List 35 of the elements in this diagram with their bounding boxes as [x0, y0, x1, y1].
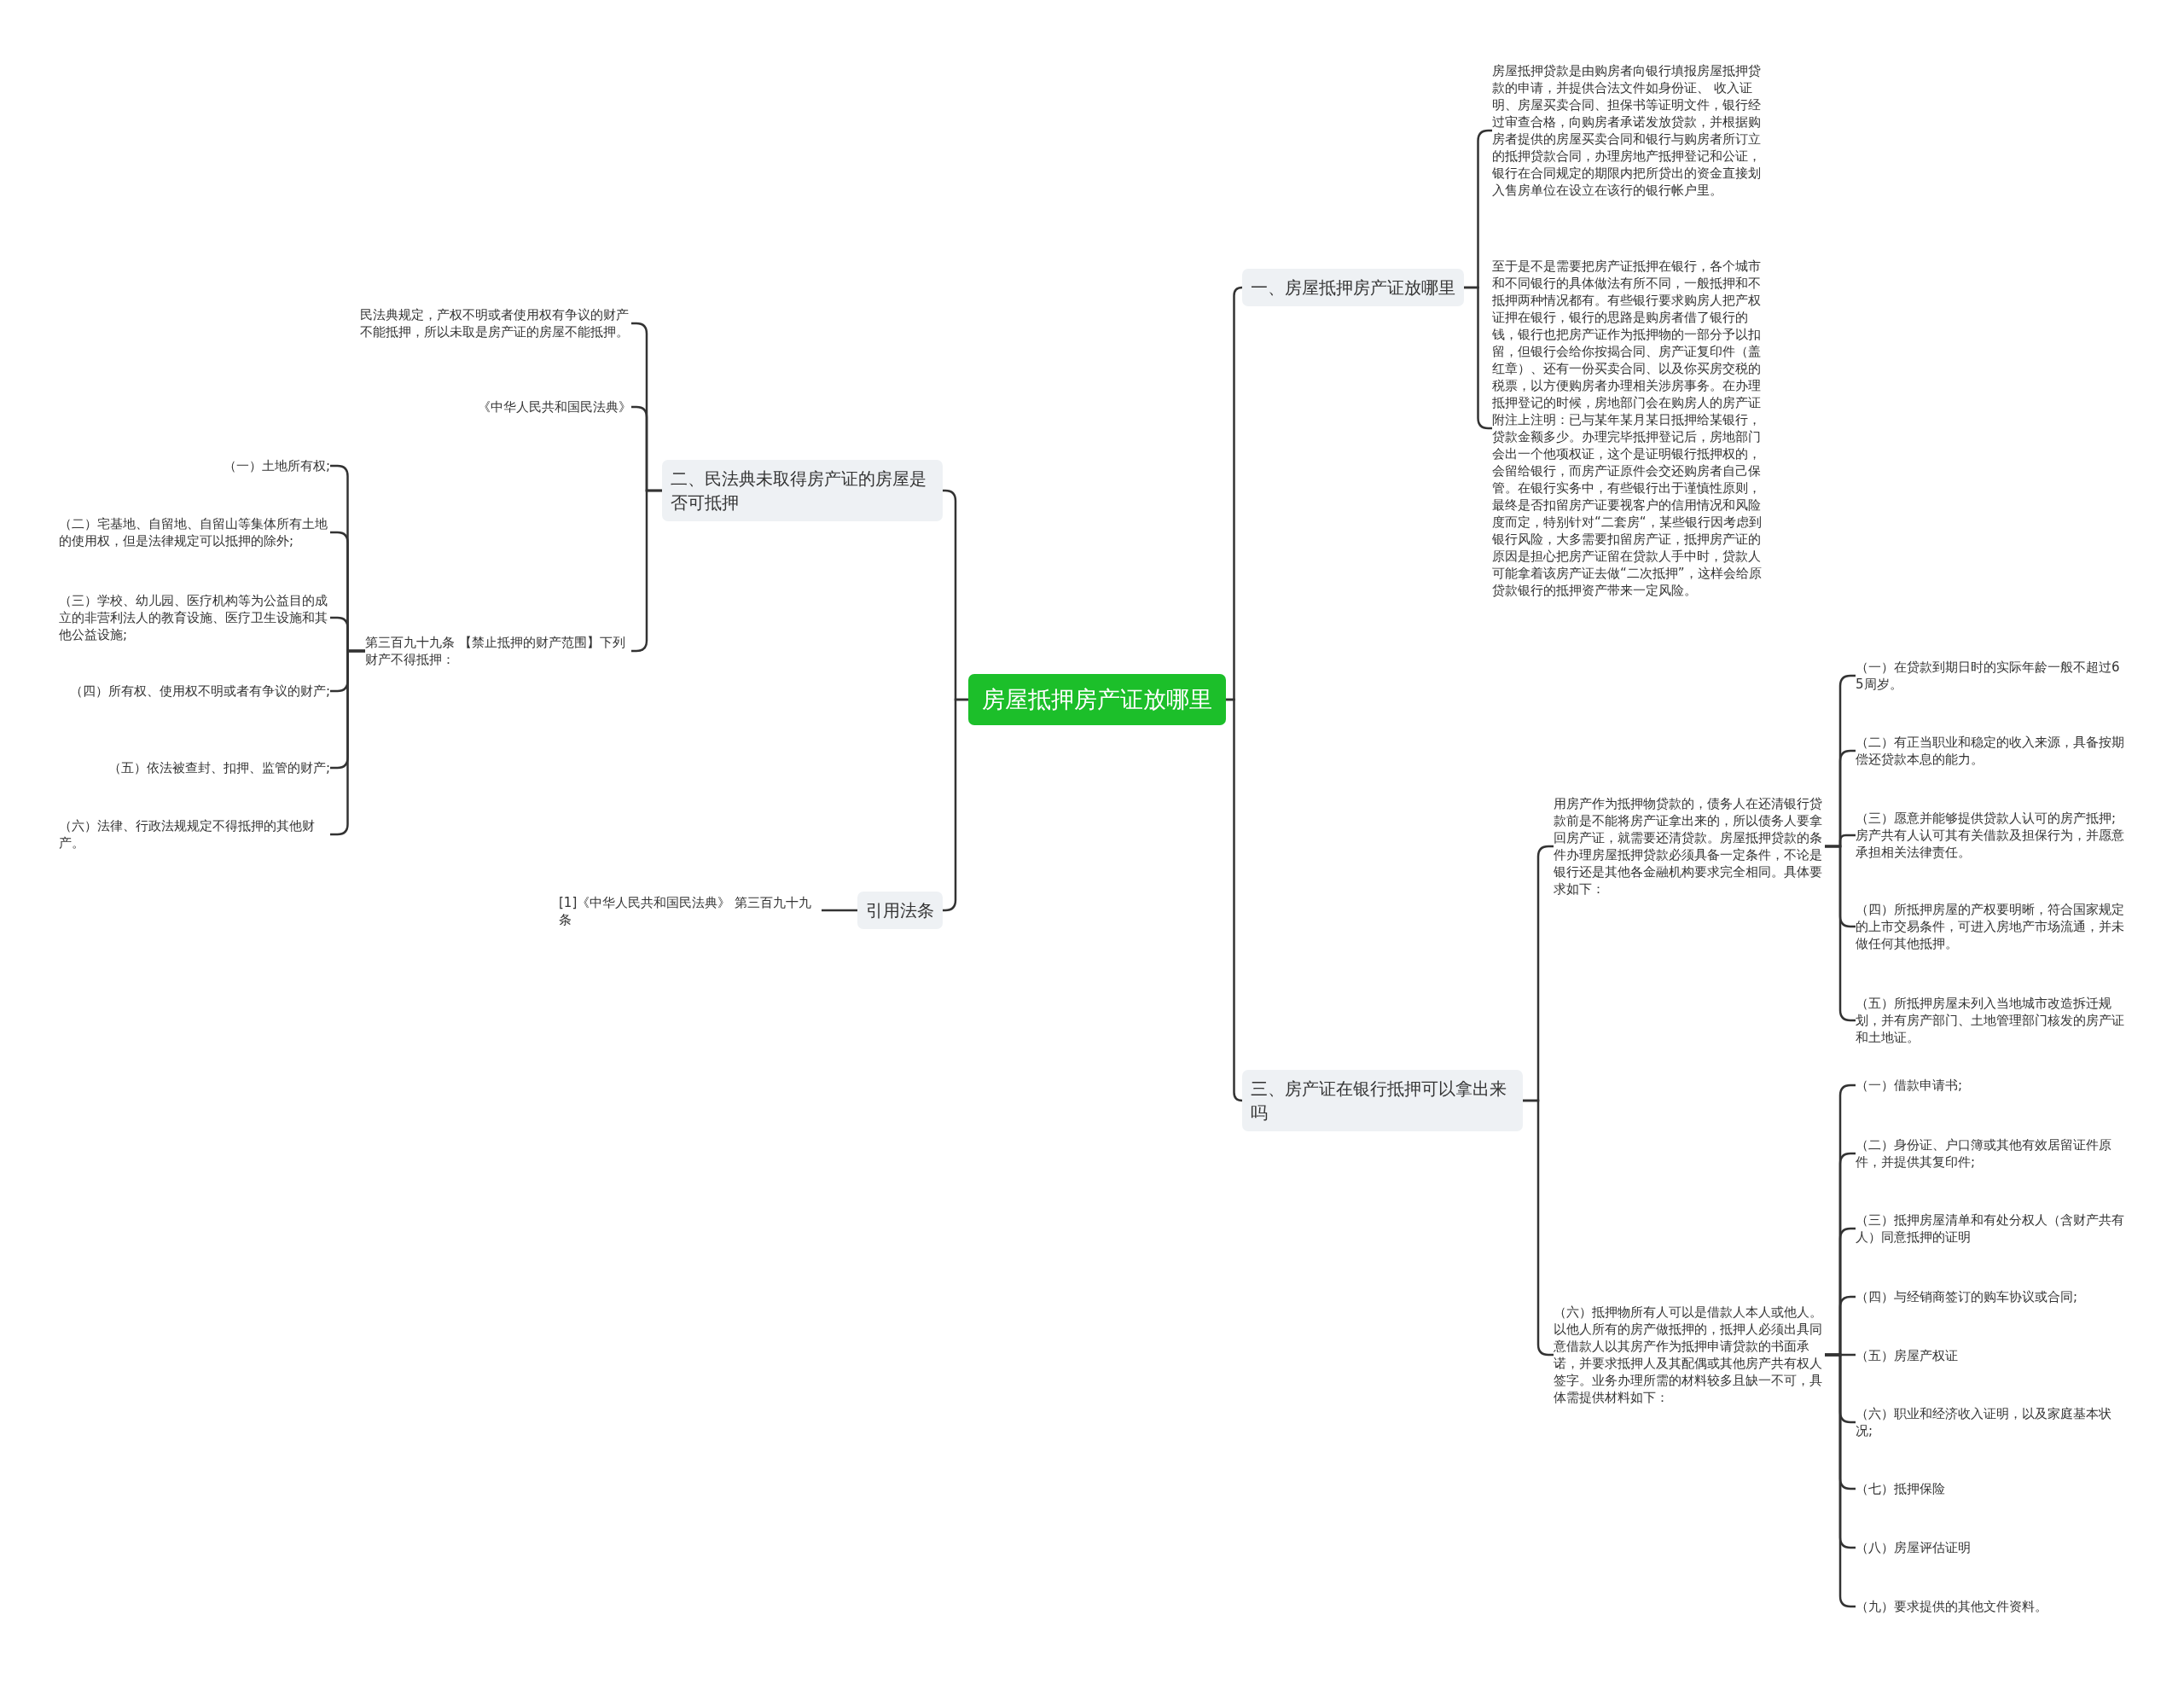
branch-text: （五）依法被查封、扣押、监管的财产; — [107, 759, 330, 776]
connector-line — [822, 909, 857, 912]
topic-box: 引用法条 — [857, 892, 943, 929]
branch-text: （九）要求提供的其他文件资料。 — [1856, 1598, 2048, 1615]
central-topic-box: 房屋抵押房产证放哪里 — [968, 674, 1226, 725]
branch-text: （二）身份证、户口簿或其他有效居留证件原件，并提供其复印件; — [1856, 1136, 2127, 1171]
branch-text: （一）土地所有权; — [223, 457, 330, 474]
branch-text: （七）抵押保险 — [1856, 1480, 1945, 1497]
branch-text: （六）职业和经济收入证明，以及家庭基本状况; — [1856, 1405, 2127, 1439]
branch-text: [1]《中华人民共和国民法典》 第三百九十九条 — [559, 894, 822, 928]
branch-text: （二）有正当职业和稳定的收入来源，具备按期偿还贷款本息的能力。 — [1856, 734, 2127, 768]
branch-text: 《中华人民共和国民法典》 — [478, 398, 631, 415]
branch-text: 第三百九十九条 【禁止抵押的财产范围】下列财产不得抵押： — [365, 634, 631, 668]
branch-text: 至于是不是需要把房产证抵押在银行，各个城市和不同银行的具体做法有所不同，一般抵押和不抵押两种情况都有。有些银行要求购房人把产权证押在银行，银行的思路是购房者借了银行的钱，银行也把房产证作为抵押物的一部分予以扣留，但银行会给你按揭合同、房产证复印件（盖红章）、还有一份买卖合同、以及你买房交税的税票，以方便购房者办理相关涉房事务。在办理抵押登记的时候，房地部门会在购房人的房产证附注上注明：已与某年某月某日抵押给某银行，贷款金额多少。办理完毕抵押登记后，房地部门会出一个他项权证，这个是证明银行抵押权的，会留给银行，而房产证原件会交还购房者自己保管。在银行实务中，有些银行出于谨慎性原则，最终是否扣留房产证要视客户的信用情况和风险度而定，特别针对“二套房“，某些银行因考虑到银行风险，大多需要扣留房产证，抵押房产证的原因是担心把房产证留在贷款人手中时，贷款人可能拿着该房产证去做“二次抵押”，这样会给原贷款银行的抵押资产带来一定风险。 — [1492, 258, 1763, 599]
branch-text: （六）法律、行政法规规定不得抵押的其他财产。 — [59, 817, 330, 851]
branch-text: 用房产作为抵押物贷款的，债务人在还清银行贷款前是不能将房产证拿出来的，所以债务人要拿回房产证，就需要还清贷款。房屋抵押贷款的条件办理房屋抵押贷款必须具备一定条件，不论是银行还是其他各金融机构要求完全相同。具体要求如下： — [1554, 795, 1825, 898]
branch-text: 房屋抵押贷款是由购房者向银行填报房屋抵押贷款的申请，并提供合法文件如身份证、 收入证明、房屋买卖合同、担保书等证明文件，银行经过审查合格，向购房者承诺发放贷款，并根据购房者提供的房屋买卖合同和银行与购房者所订立的抵押贷款合同，办理房地产抵押登记和公证，银行在合同规定的期限内把所贷出的资金直接划入售房单位在设立在该行的银行帐户里。 — [1492, 62, 1763, 199]
branch-text: （五）所抵押房屋未列入当地城市改造拆迁规划，并有房产部门、土地管理部门核发的房产证和土地证。 — [1856, 995, 2127, 1046]
branch-text: （三）愿意并能够提供贷款人认可的房产抵押;房产共有人认可其有关借款及担保行为，并愿意承担相关法律责任。 — [1856, 810, 2127, 861]
connector-line — [1226, 698, 1244, 1102]
branch-text: （四）所有权、使用权不明或者有争议的财产; — [69, 683, 330, 700]
branch-text: （一）在贷款到期日时的实际年龄一般不超过65周岁。 — [1856, 659, 2127, 693]
branch-text: （五）房屋产权证 — [1856, 1347, 1958, 1364]
topic-box: 三、房产证在银行抵押可以拿出来吗 — [1242, 1070, 1523, 1131]
branch-text: （二）宅基地、自留地、自留山等集体所有土地的使用权，但是法律规定可以抵押的除外; — [59, 515, 330, 549]
branch-text: （八）房屋评估证明 — [1856, 1539, 1971, 1556]
branch-text: （四）与经销商签订的购车协议或合同; — [1856, 1288, 2078, 1305]
branch-text: （一）借款申请书; — [1856, 1077, 1963, 1094]
topic-box: 二、民法典未取得房产证的房屋是否可抵押 — [662, 460, 943, 521]
branch-text: （三）学校、幼儿园、医疗机构等为公益目的成立的非营利法人的教育设施、医疗卫生设施和其他公益设施; — [59, 592, 330, 643]
topic-box: 一、房屋抵押房产证放哪里 — [1242, 269, 1464, 306]
branch-text: （四）所抵押房屋的产权要明晰，符合国家规定的上市交易条件，可进入房地产市场流通，并未做任何其他抵押。 — [1856, 901, 2127, 952]
branch-text: 民法典规定，产权不明或者使用权有争议的财产不能抵押，所以未取是房产证的房屋不能抵押。 — [360, 306, 631, 340]
branch-text: （六）抵押物所有人可以是借款人本人或他人。以他人所有的房产做抵押的，抵押人必须出具同意借款人以其房产作为抵押申请贷款的书面承诺，并要求抵押人及其配偶或其他房产共有权人签字。业务办理所需的材料较多且缺一不可，具体需提供材料如下： — [1554, 1304, 1825, 1406]
branch-text: （三）抵押房屋清单和有处分权人（含财产共有人）同意抵押的证明 — [1856, 1211, 2127, 1246]
